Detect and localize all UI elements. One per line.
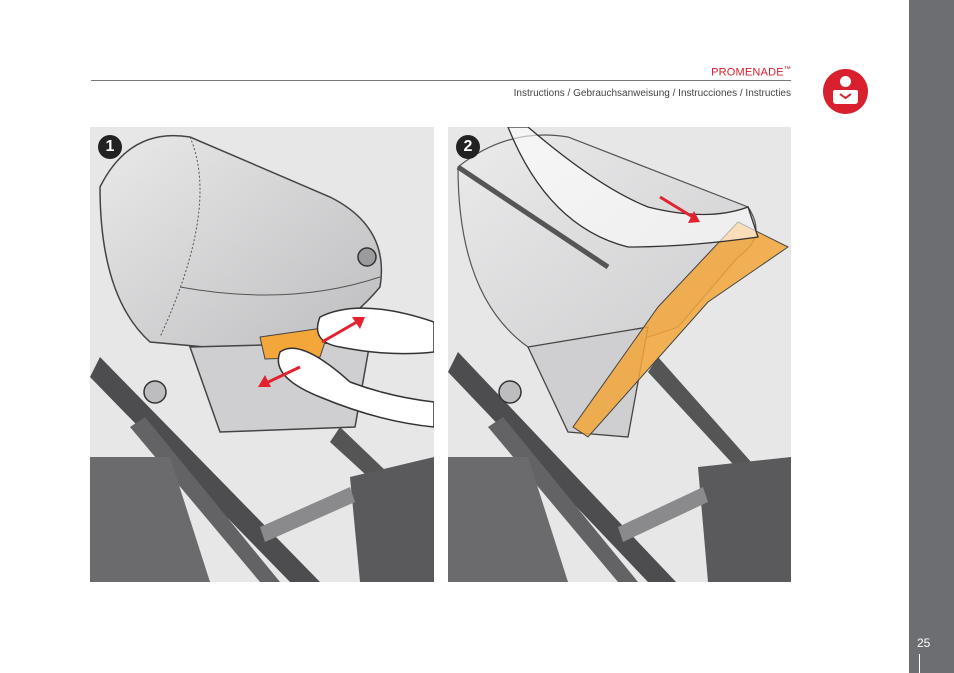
step-1-illustration: 1 <box>90 127 434 582</box>
brand-title: PROMENADE™ <box>711 66 791 79</box>
chapter-sidebar <box>909 0 954 673</box>
person-with-seat-icon <box>833 76 858 104</box>
step-2-illustration: 2 <box>448 127 791 582</box>
step-number-badge: 2 <box>456 135 480 159</box>
header-rule <box>91 80 791 81</box>
stroller-canopy-illustration <box>90 134 434 582</box>
seat-section-badge <box>823 69 868 114</box>
page-tick <box>919 654 920 673</box>
stroller-canopy-illustration <box>448 127 791 582</box>
page-number: 25 <box>917 636 931 650</box>
languages-subtitle: Instructions / Gebrauchsanweisung / Inst… <box>513 88 791 99</box>
step-number-badge: 1 <box>98 135 122 159</box>
